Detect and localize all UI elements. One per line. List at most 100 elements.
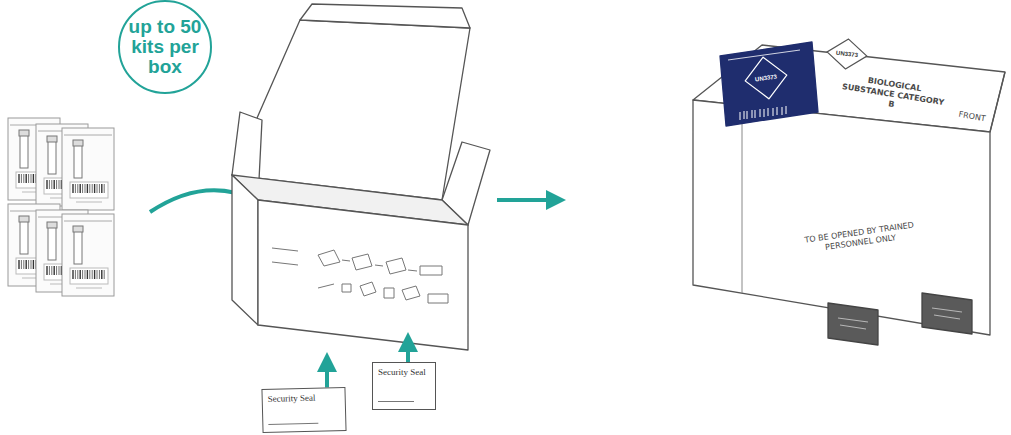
barcode-bar bbox=[59, 266, 60, 275]
barcode-bar bbox=[54, 266, 55, 275]
handling-note: TO BE OPENED BY TRAINED PERSONNEL ONLY bbox=[799, 220, 921, 257]
sample-tube bbox=[74, 142, 82, 178]
seal-title: Security Seal bbox=[268, 393, 316, 404]
pouch-outline bbox=[62, 214, 114, 296]
barcode-bar bbox=[21, 260, 22, 269]
barcode-bar bbox=[99, 184, 100, 193]
kit-pouch bbox=[62, 214, 114, 296]
barcode-bar bbox=[94, 270, 95, 279]
kit-pouch bbox=[62, 128, 114, 210]
side-marking: FRONT bbox=[951, 109, 992, 126]
open-box bbox=[232, 4, 490, 350]
barcode-bar bbox=[23, 174, 24, 183]
barcode-bar bbox=[33, 260, 34, 269]
barcode-bar bbox=[59, 180, 60, 189]
barcode-bar bbox=[46, 266, 47, 275]
step-arrow bbox=[497, 198, 562, 202]
barcode-bar bbox=[56, 266, 57, 275]
tube-cap bbox=[19, 216, 29, 222]
barcode-bar bbox=[89, 270, 90, 279]
barcode-bar bbox=[26, 174, 27, 183]
barcode-bar bbox=[49, 266, 50, 275]
sample-tube bbox=[74, 228, 82, 264]
barcode-bar bbox=[77, 270, 78, 279]
barcode-bar bbox=[72, 270, 73, 279]
barcode-bar bbox=[46, 180, 47, 189]
pouch-zip bbox=[64, 221, 112, 222]
un-label-diamond: UN3373 bbox=[741, 53, 791, 103]
barcode-bar bbox=[33, 174, 34, 183]
barcode-bar bbox=[23, 260, 24, 269]
barcode-bar bbox=[82, 270, 83, 279]
callout-text: up to 50 kits per box bbox=[127, 17, 203, 77]
barcode-bar bbox=[92, 270, 93, 279]
barcode-bar bbox=[85, 270, 86, 279]
tube-cap bbox=[73, 226, 83, 232]
barcode-bar bbox=[56, 180, 57, 189]
pouch-print bbox=[76, 202, 102, 203]
barcode-bar bbox=[51, 266, 52, 275]
barcode-bar bbox=[28, 260, 29, 269]
barcode-bar bbox=[26, 260, 27, 269]
barcode-bar bbox=[28, 174, 29, 183]
barcode-bar bbox=[87, 270, 88, 279]
callout-circle: up to 50 kits per box bbox=[118, 0, 212, 94]
barcode-bar bbox=[97, 270, 98, 279]
seal-arrow bbox=[406, 336, 410, 362]
barcode-bar bbox=[31, 260, 32, 269]
barcode-bar bbox=[104, 270, 105, 279]
barcode-bar bbox=[31, 174, 32, 183]
seal-signature-line bbox=[268, 423, 318, 425]
security-seal: Security Seal bbox=[261, 387, 346, 433]
barcode-label bbox=[70, 268, 108, 284]
barcode-bar bbox=[75, 270, 76, 279]
sample-tube bbox=[20, 132, 28, 168]
barcode-bar bbox=[94, 184, 95, 193]
tube-cap bbox=[19, 130, 29, 136]
barcode-bar bbox=[75, 184, 76, 193]
barcode-bar bbox=[99, 270, 100, 279]
barcode-bar bbox=[51, 180, 52, 189]
seal-title: Security Seal bbox=[378, 367, 426, 377]
pouch-outline bbox=[62, 128, 114, 210]
sample-tube bbox=[48, 224, 56, 260]
barcode-bar bbox=[18, 174, 19, 183]
barcode-bar bbox=[101, 270, 102, 279]
diamond-shape bbox=[826, 37, 869, 71]
barcode-bar bbox=[85, 184, 86, 193]
tube-cap bbox=[47, 222, 57, 228]
barcode-bar bbox=[18, 260, 19, 269]
diamond-shape bbox=[742, 54, 789, 101]
tube-cap bbox=[73, 140, 83, 146]
hazard-text: BIOLOGICAL SUBSTANCE CATEGORY B bbox=[836, 72, 949, 119]
closed-box bbox=[693, 42, 1005, 345]
barcode-bar bbox=[72, 184, 73, 193]
barcode-bar bbox=[54, 180, 55, 189]
barcode-bar bbox=[97, 184, 98, 193]
barcode-bar bbox=[82, 184, 83, 193]
barcode-bar bbox=[21, 174, 22, 183]
pouch-zip bbox=[64, 135, 112, 136]
sample-tube bbox=[48, 138, 56, 174]
sample-tube bbox=[20, 218, 28, 254]
barcode-bar bbox=[89, 184, 90, 193]
tube-cap bbox=[47, 136, 57, 142]
seal-signature-line bbox=[378, 401, 414, 402]
barcode-bar bbox=[101, 184, 102, 193]
barcode-label bbox=[70, 182, 108, 198]
kit-pouches bbox=[8, 118, 114, 296]
hazard-diamond: UN3373 bbox=[824, 36, 869, 72]
barcode-bar bbox=[92, 184, 93, 193]
barcode-bar bbox=[87, 184, 88, 193]
barcode-bar bbox=[79, 270, 80, 279]
barcode-bar bbox=[104, 184, 105, 193]
security-seal: Security Seal bbox=[372, 362, 436, 410]
seal-arrow bbox=[325, 356, 329, 388]
barcode-bar bbox=[79, 184, 80, 193]
barcode-bar bbox=[77, 184, 78, 193]
barcode-bar bbox=[49, 180, 50, 189]
pouch-print bbox=[76, 288, 102, 289]
